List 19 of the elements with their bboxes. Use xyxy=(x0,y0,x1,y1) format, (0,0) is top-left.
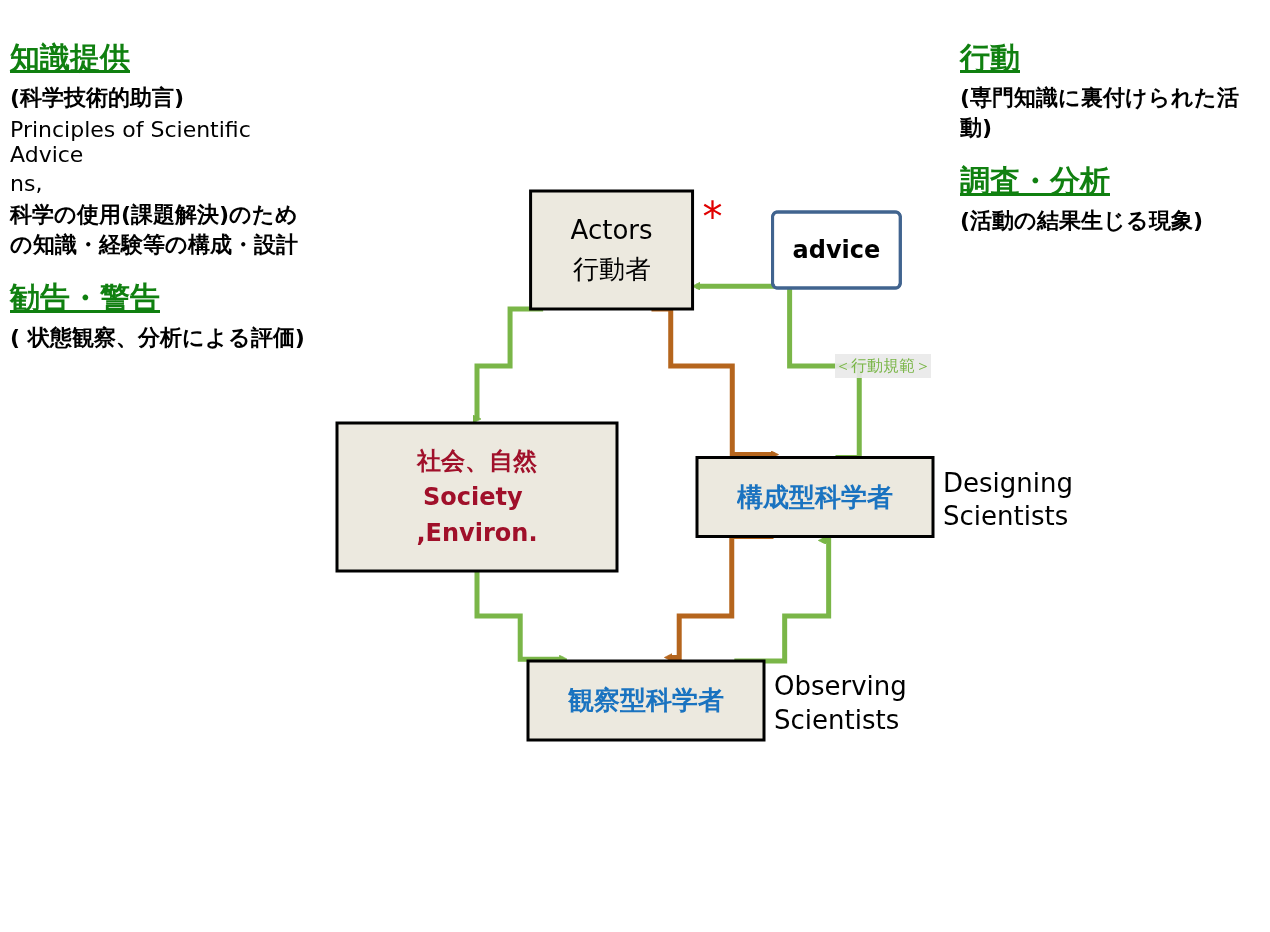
heading-label: 行動 xyxy=(960,39,1021,77)
annotation-text: ns, xyxy=(10,171,44,196)
node-box: 観察型科学者 xyxy=(526,659,766,741)
node-box: Actors 行動者 xyxy=(529,189,695,310)
annotation-text: 科学の使用(課題解決)のための知識・経験等の構成・設計 xyxy=(10,201,300,259)
node-box: 社会、自然 Society ,Environ. xyxy=(335,421,619,572)
arrow xyxy=(472,306,544,423)
heading-label: 調査・分析 xyxy=(960,162,1111,200)
heading-label: 勧告・警告 xyxy=(10,279,161,317)
annotation-text: (活動の結果生じる現象) xyxy=(960,207,1205,235)
caption-text: Observing Scientists xyxy=(774,670,908,737)
annotation-text: ( 状態観察、分析による評価) xyxy=(10,324,306,352)
edge-label: ＜行動規範＞ xyxy=(835,355,931,375)
heading-label: 知識提供 xyxy=(10,39,131,77)
caption-text: Designing Scientists xyxy=(943,466,1074,534)
annotation-text: (専門知識に裏付けられた活動) xyxy=(960,84,1241,142)
annotation-text: (科学技術的助言) xyxy=(10,84,186,112)
caption-text: * xyxy=(702,192,724,242)
node-box: 構成型科学者 xyxy=(695,455,935,538)
